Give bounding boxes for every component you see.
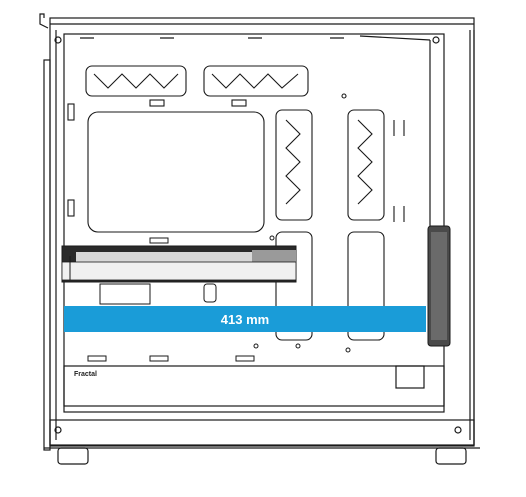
grommet xyxy=(67,199,75,217)
brand-logo: Fractal xyxy=(74,371,97,378)
cpu-cutout xyxy=(67,99,265,233)
standoff-mark xyxy=(231,99,247,107)
screw-hole xyxy=(54,426,62,434)
lower-details xyxy=(87,235,351,362)
top-left-latch xyxy=(39,13,49,29)
foot-right xyxy=(435,447,467,465)
standoff-mark xyxy=(87,355,107,362)
side-fan-mounts xyxy=(275,93,405,341)
left-panel-edge xyxy=(43,59,51,451)
gpu-length-measurement: 413 mm xyxy=(64,306,426,332)
side-bracket-upper-1 xyxy=(275,109,313,221)
side-bracket-upper-2 xyxy=(347,109,385,221)
standoff-mark xyxy=(149,237,169,244)
side-bracket-lower-2 xyxy=(347,231,385,341)
standoff-mark xyxy=(235,355,255,362)
screw-hole xyxy=(295,343,301,349)
psu-shroud-notch xyxy=(395,365,425,389)
pcie-slot-area xyxy=(99,283,151,305)
screw-hole xyxy=(345,347,351,353)
case-frame xyxy=(39,13,480,465)
case-base xyxy=(49,419,475,447)
fan-blade-pattern xyxy=(211,73,299,89)
top-fan-bracket-2 xyxy=(203,65,309,97)
screw-hole xyxy=(341,93,347,99)
cpu-backplate-cutout xyxy=(87,111,265,233)
fan-blade-pattern xyxy=(93,73,179,89)
screw-hole xyxy=(454,426,462,434)
measurement-label: 413 mm xyxy=(221,312,269,327)
fan-blade-pattern xyxy=(357,119,373,205)
screw-hole xyxy=(269,235,275,241)
standoff-mark xyxy=(149,355,169,362)
front-fan xyxy=(427,225,451,347)
gpu-pcb xyxy=(61,261,297,281)
grommet xyxy=(67,103,75,121)
measurement-bar xyxy=(64,306,426,332)
front-fan-blades xyxy=(431,232,447,340)
screw-hole xyxy=(432,36,440,44)
gpu-stripe xyxy=(76,252,252,262)
standoff-mark xyxy=(149,99,165,107)
psu-shroud xyxy=(63,365,445,413)
fan-blade-pattern xyxy=(285,119,301,205)
foot-left xyxy=(57,447,89,465)
gpu-support xyxy=(203,283,217,303)
side-bracket-lower-1 xyxy=(275,231,313,341)
top-right-slant xyxy=(359,35,431,41)
side-grommets xyxy=(393,120,405,222)
top-fan-mounts xyxy=(85,65,309,97)
graphics-card xyxy=(61,245,297,305)
motherboard-tray xyxy=(63,33,445,407)
screw-hole xyxy=(253,343,259,349)
top-fan-bracket-1 xyxy=(85,65,187,97)
screw-hole xyxy=(54,36,62,44)
